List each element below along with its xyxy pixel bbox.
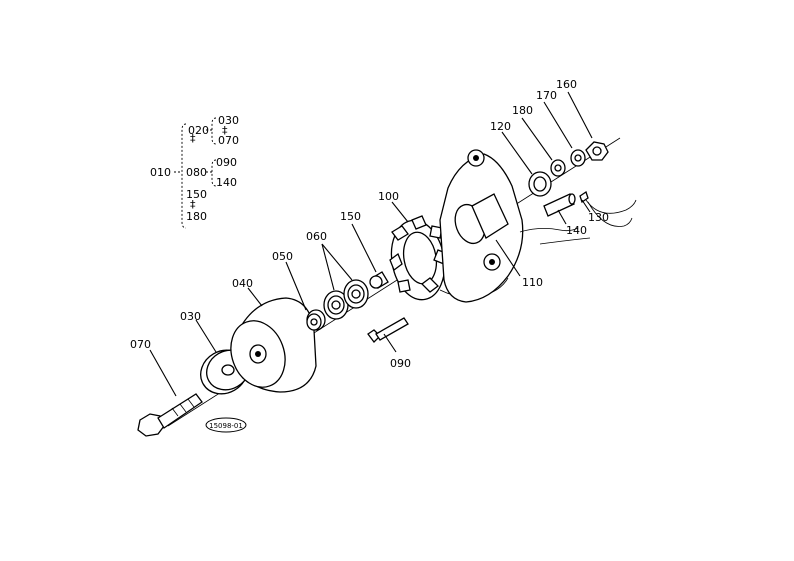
- collar-050: [306, 309, 326, 331]
- tree-node-140: 140: [216, 176, 237, 189]
- callout-160: 160: [556, 78, 577, 91]
- wire-harness-130: [539, 190, 637, 245]
- callout-060: 060: [306, 230, 327, 243]
- screw-090: [367, 317, 409, 343]
- tree-separator: ‡: [190, 132, 196, 145]
- bearings-060: [323, 279, 369, 320]
- tree-separator: ‡: [222, 124, 228, 137]
- callout-100: 100: [378, 190, 399, 203]
- tree-node-020: 020: [188, 124, 209, 137]
- stamp-text: 15098-01: [209, 422, 243, 430]
- nut-160: [585, 141, 609, 161]
- tree-node-090: 090: [216, 156, 237, 169]
- callout-070: 070: [130, 338, 151, 351]
- tree-node-070: 070: [218, 134, 239, 147]
- callout-040: 040: [232, 277, 253, 290]
- callout-170: 170: [536, 89, 557, 102]
- callout-130: 130: [588, 211, 609, 224]
- washer-180: [550, 159, 566, 177]
- spacer-150: [369, 271, 389, 289]
- bolt-070: [137, 393, 203, 437]
- drawing-number-stamp: 15098-01: [205, 417, 247, 433]
- washer-170: [570, 149, 586, 167]
- tree-node-030: 030: [218, 114, 239, 127]
- callout-030: 030: [180, 310, 201, 323]
- tree-node-150: 150: [186, 188, 207, 201]
- callout-050: 050: [272, 250, 293, 263]
- callout-180: 180: [512, 104, 533, 117]
- rotor-040: [230, 297, 317, 393]
- callout-110: 110: [522, 276, 543, 289]
- housing-110: [439, 149, 579, 303]
- tree-node-010: 010: [150, 166, 171, 179]
- callout-120: 120: [490, 120, 511, 133]
- tree-node-180: 180: [186, 210, 207, 223]
- tree-node-080: 080: [186, 166, 207, 179]
- bearing-120: [528, 171, 552, 197]
- callout-150: 150: [340, 210, 361, 223]
- callout-090: 090: [390, 357, 411, 370]
- leader-lines: [149, 91, 593, 397]
- sleeve-140: [543, 193, 576, 217]
- parts-hierarchy-tree: 010 020 030 ‡ 070 ‡ 080 090 140 150 ‡ 18…: [150, 114, 239, 229]
- tree-separator: ‡: [190, 198, 196, 211]
- callout-140: 140: [566, 224, 587, 237]
